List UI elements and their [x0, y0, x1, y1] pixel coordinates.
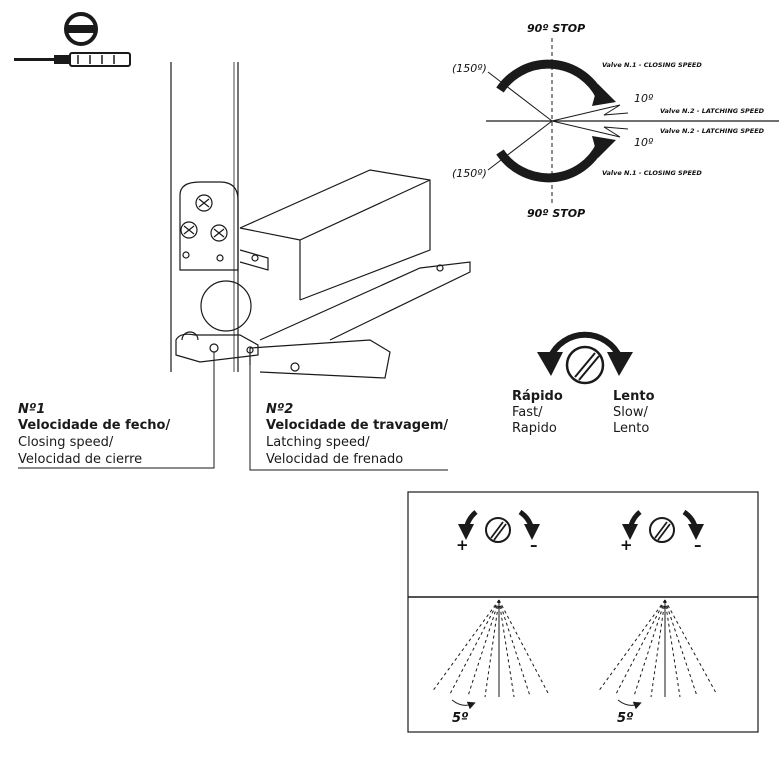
fast-line2: Rapido: [512, 421, 557, 436]
valve2-line1: Latching speed/: [266, 435, 370, 450]
top-stop-label: 90º STOP: [527, 22, 586, 35]
top-angle-label: (150º): [452, 62, 487, 75]
speed-dial-icon: [537, 331, 633, 385]
valve1-line2: Velocidad de cierre: [18, 452, 143, 467]
hinge-mechanism-drawing: [170, 62, 471, 379]
screw-icon: [180, 221, 198, 239]
deg-bottom-label: 10º: [634, 136, 654, 149]
right-deg-label: 5º: [617, 711, 634, 726]
deg-top-label: 10º: [634, 92, 654, 105]
left-minus-label: –: [530, 536, 538, 554]
left-deg-label: 5º: [452, 711, 469, 726]
valve2-title: Velocidade de travagem/: [266, 418, 449, 433]
right-plus-label: +: [620, 536, 633, 554]
fast-line1: Fast/: [512, 405, 543, 420]
valve2-bottom-label: Valve N.2 - LATCHING SPEED: [660, 127, 765, 135]
valve2-leader: [249, 352, 448, 471]
right-minus-label: –: [694, 536, 702, 554]
valve2-top-label: Valve N.2 - LATCHING SPEED: [660, 107, 765, 115]
valve2-number: Nº2: [266, 402, 294, 417]
valve1-line1: Closing speed/: [18, 435, 114, 450]
fast-title: Rápido: [512, 389, 563, 404]
valve1-top-label: Valve N.1 - CLOSING SPEED: [602, 61, 702, 69]
left-plus-label: +: [456, 536, 469, 554]
valve2-line2: Velocidad de frenado: [266, 452, 404, 467]
fan-lines-left: [431, 599, 549, 710]
stop-angle-diagram: [486, 38, 779, 205]
adjustment-panel: [407, 491, 759, 733]
slow-line1: Slow/: [613, 405, 648, 420]
valve1-bottom-label: Valve N.1 - CLOSING SPEED: [602, 169, 702, 177]
adjust-knob-right-icon: [622, 509, 704, 543]
fan-lines-right: [597, 599, 717, 710]
bottom-angle-label: (150º): [452, 167, 487, 180]
screw-icon: [210, 224, 228, 242]
slow-title: Lento: [613, 389, 655, 404]
slow-line2: Lento: [613, 421, 650, 436]
valve1-title: Velocidade de fecho/: [18, 418, 171, 433]
valve1-number: Nº1: [18, 402, 46, 417]
bottom-stop-label: 90º STOP: [527, 207, 586, 220]
screw-icon: [195, 194, 213, 212]
valve1-leader: [18, 352, 215, 469]
adjust-knob-left-icon: [458, 509, 540, 543]
screwdriver-icon: [14, 12, 131, 67]
